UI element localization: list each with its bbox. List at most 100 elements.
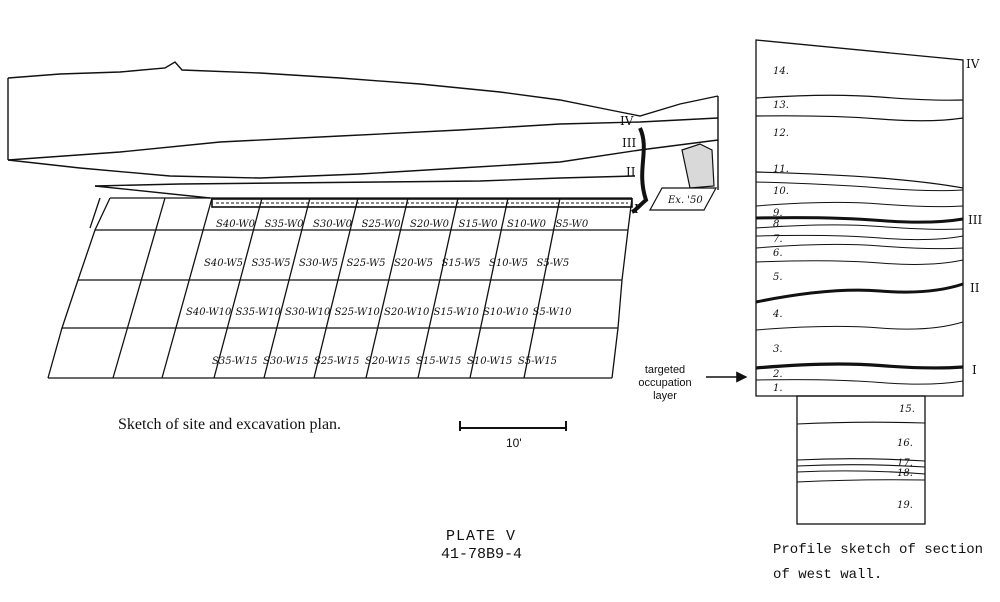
annotation-line-2: occupation	[638, 377, 691, 389]
annotation-line-3: layer	[653, 390, 677, 402]
profile-caption-line-2: of west wall.	[773, 567, 883, 583]
grid-cell-label: S40-W0	[216, 219, 256, 230]
stratum-boundary	[755, 259, 964, 265]
site-mark-i: I	[634, 202, 639, 216]
profile-layer-label: 12.	[773, 128, 789, 139]
grid-cell-label: S20-W0	[410, 219, 450, 230]
grid-cell-label: S40-W5	[204, 258, 243, 269]
grid-cell-label: S20-W15	[365, 356, 410, 367]
stratum-line-b	[7, 139, 719, 179]
site-mark-ii: II	[626, 165, 636, 179]
grid-cell-label: S35-W15	[212, 356, 257, 367]
profile-roman-mark: IV	[966, 57, 980, 71]
stratum-boundary	[796, 470, 926, 475]
stratum-boundary	[755, 321, 964, 331]
stratum-boundary	[796, 464, 926, 468]
grid-cell-label: S15-W15	[416, 356, 461, 367]
grid-column-line	[417, 197, 459, 379]
grid-cell-label: S15-W0	[459, 219, 499, 230]
ground-surface-line	[7, 61, 719, 117]
grid-column-line	[263, 197, 311, 379]
grid-cell-label: S35-W5	[252, 258, 291, 269]
grid-column-line	[161, 197, 213, 379]
plate-number: 41-78B9-4	[441, 546, 523, 563]
profile-layer-label: 10.	[773, 186, 789, 197]
profile-roman-mark: I	[972, 363, 977, 377]
stratum-boundary	[755, 216, 964, 224]
grid-column-line	[112, 197, 166, 379]
plate-title: PLATE V	[446, 528, 517, 545]
stratum-boundary	[796, 421, 926, 425]
terrace-edge	[94, 185, 211, 199]
stratum-line-a	[7, 117, 719, 161]
rock-outcrop	[681, 143, 715, 189]
grid-cell-label: S30-W10	[285, 307, 331, 318]
profile-caption-line-1: Profile sketch of section	[773, 542, 984, 558]
scale-label: 10'	[506, 436, 522, 450]
profile-layer-label: 17.	[897, 458, 913, 469]
grid-cell-label: S10-W15	[467, 356, 512, 367]
profile-roman-mark: III	[968, 213, 982, 227]
grid-cell-label: S25-W5	[347, 258, 386, 269]
profile-layer-label: 7.	[773, 234, 783, 245]
grid-cell-label: S25-W15	[314, 356, 359, 367]
profile-section	[755, 39, 964, 525]
grid-cell-label: S20-W5	[394, 258, 433, 269]
grid-cell-label: S10-W5	[489, 258, 528, 269]
grid-column-line	[523, 197, 561, 379]
grid-cell-label: S5-W5	[537, 258, 570, 269]
stratum-boundary	[796, 479, 926, 483]
profile-layer-label: 18.	[897, 468, 913, 479]
grid-cell-label: S5-W10	[533, 307, 573, 318]
ex50-marker: Ex. '50	[648, 187, 718, 211]
grid-column-line	[313, 197, 359, 379]
grid-right-edge	[611, 197, 633, 379]
site-elevation	[7, 61, 719, 199]
stratum-line-c	[94, 175, 636, 187]
excavation-trench	[211, 198, 633, 208]
profile-layer-label: 9.	[773, 208, 783, 219]
scale-bar	[459, 421, 567, 431]
profile-stratum-lines	[755, 94, 964, 483]
grid-cell-label: S10-W10	[483, 307, 529, 318]
stratum-boundary	[755, 115, 964, 122]
stratum-boundary	[755, 171, 964, 189]
stratum-boundary	[755, 201, 964, 208]
grid-cell-label: S30-W5	[299, 258, 338, 269]
stratum-boundary	[755, 234, 964, 241]
profile-layer-label: 5.	[773, 272, 783, 283]
profile-layer-label: 14.	[773, 66, 789, 77]
annotation-line-1: targeted	[645, 364, 685, 376]
profile-layer-numbers: 14.13.12.11.10.9.8.7.6.5.4.3.2.1.15.16.1…	[772, 66, 915, 511]
site-mark-iii: III	[622, 136, 636, 150]
profile-upper-box	[755, 39, 964, 397]
ex50-label: Ex. '50	[667, 195, 703, 206]
profile-layer-label: 19.	[897, 500, 913, 511]
stratum-boundary	[755, 181, 964, 192]
profile-layer-label: 15.	[899, 404, 915, 415]
profile-layer-label: 2.	[772, 369, 783, 380]
profile-layer-label: 8.	[773, 219, 783, 230]
grid-cell-label: S20-W10	[384, 307, 430, 318]
profile-roman-mark: II	[970, 281, 980, 295]
excavation-grid	[47, 197, 633, 379]
grid-column-line	[213, 197, 263, 379]
profile-layer-label: 13.	[773, 100, 789, 111]
grid-column-line	[89, 197, 101, 229]
profile-layer-label: 4.	[772, 309, 783, 320]
grid-column-line	[469, 197, 509, 379]
site-mark-iv: IV	[620, 114, 634, 128]
stratum-boundary	[796, 458, 926, 462]
grid-cell-label: S35-W10	[236, 307, 282, 318]
grid-cell-label: S30-W0	[313, 219, 353, 230]
grid-cell-label: S10-W0	[507, 219, 547, 230]
plan-caption: Sketch of site and excavation plan.	[118, 416, 342, 433]
stratum-boundary	[755, 379, 964, 385]
profile-layer-label: 3.	[773, 344, 783, 355]
profile-layer-label: 1.	[773, 383, 783, 394]
profile-layer-label: 16.	[897, 438, 913, 449]
